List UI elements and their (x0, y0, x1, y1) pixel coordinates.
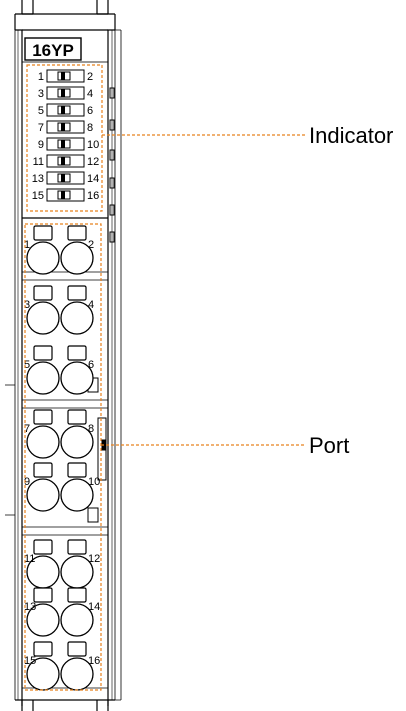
led-indicator (61, 191, 65, 199)
wire-terminal[interactable] (26, 301, 60, 335)
led-indicator (61, 89, 65, 97)
port-callout: Port (309, 433, 349, 458)
wire-terminal[interactable] (60, 425, 94, 459)
port-number: 15 (24, 655, 36, 667)
release-button[interactable] (67, 409, 87, 425)
wire-terminal[interactable] (26, 478, 60, 512)
indicator-number: 4 (87, 88, 93, 100)
release-button[interactable] (67, 539, 87, 555)
wire-terminal[interactable] (26, 425, 60, 459)
indicator-number: 15 (32, 190, 44, 202)
indicator-number: 10 (87, 139, 99, 151)
port-row: 11 12 (24, 539, 100, 589)
wire-terminal[interactable] (60, 241, 94, 275)
port-number: 10 (88, 476, 100, 488)
wire-terminal[interactable] (26, 241, 60, 275)
indicator-highlight (26, 64, 103, 212)
indicator-number: 7 (38, 122, 44, 134)
port-number: 12 (88, 553, 100, 565)
release-button[interactable] (67, 587, 87, 603)
port-row: 9 10 (24, 462, 100, 512)
release-button[interactable] (33, 641, 53, 657)
port-number: 3 (24, 299, 30, 311)
port-number: 11 (24, 553, 35, 565)
indicator-number: 2 (87, 71, 93, 83)
model-label-box (24, 37, 82, 61)
wire-terminal[interactable] (60, 361, 94, 395)
release-button[interactable] (67, 345, 87, 361)
wire-terminal[interactable] (60, 603, 94, 637)
release-button[interactable] (33, 285, 53, 301)
led-indicator (61, 123, 65, 131)
port-number: 5 (24, 359, 30, 371)
port-number: 6 (88, 359, 94, 371)
wire-terminal[interactable] (60, 478, 94, 512)
indicator-number: 5 (38, 105, 44, 117)
indicator-number: 1 (38, 71, 44, 83)
port-number: 7 (24, 423, 30, 435)
release-button[interactable] (33, 587, 53, 603)
model-label: 16YP (32, 41, 74, 60)
port-number: 9 (24, 476, 30, 488)
indicator-row: 13 14 (32, 171, 99, 185)
indicator-number: 8 (87, 122, 93, 134)
release-button[interactable] (33, 539, 53, 555)
indicator-row: 9 10 (38, 137, 99, 151)
release-button[interactable] (33, 462, 53, 478)
indicator-number: 13 (32, 173, 44, 185)
module-housing (5, 0, 122, 711)
release-button[interactable] (33, 409, 53, 425)
led-area (21, 61, 109, 219)
release-button[interactable] (67, 641, 87, 657)
port-number: 4 (88, 299, 94, 311)
indicator-number: 11 (33, 156, 44, 168)
led-indicator (61, 106, 65, 114)
indicator-number: 12 (87, 156, 99, 168)
port-number: 16 (88, 655, 100, 667)
port-row: 13 14 (24, 587, 100, 637)
wire-terminal[interactable] (60, 301, 94, 335)
release-button[interactable] (67, 462, 87, 478)
release-button[interactable] (33, 345, 53, 361)
led-indicator (61, 72, 65, 80)
indicator-callout: Indicator (309, 123, 393, 148)
port-number: 14 (88, 601, 100, 613)
port-number: 2 (88, 239, 94, 251)
port-number: 8 (88, 423, 94, 435)
indicator-number: 16 (87, 190, 99, 202)
led-indicator (61, 157, 65, 165)
port-number: 1 (24, 239, 30, 251)
release-button[interactable] (33, 225, 53, 241)
wire-terminal[interactable] (26, 361, 60, 395)
release-button[interactable] (67, 225, 87, 241)
release-button[interactable] (67, 285, 87, 301)
led-indicator (61, 140, 65, 148)
indicator-number: 14 (87, 173, 99, 185)
led-indicator (61, 174, 65, 182)
indicator-number: 6 (87, 105, 93, 117)
indicator-number: 3 (38, 88, 44, 100)
port-number: 13 (24, 601, 36, 613)
indicator-row: 11 12 (33, 154, 99, 168)
indicator-number: 9 (38, 139, 44, 151)
port-highlight (24, 223, 102, 691)
wire-terminal[interactable] (26, 603, 60, 637)
side-tabs (109, 87, 115, 243)
